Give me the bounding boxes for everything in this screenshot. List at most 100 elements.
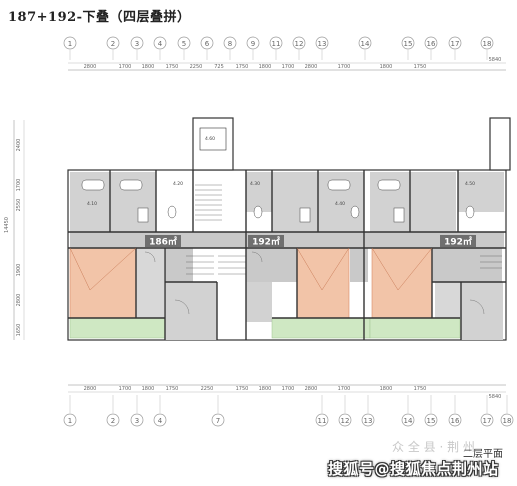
axis-marker-top <box>246 36 260 50</box>
room-gray <box>165 248 193 282</box>
axis-marker-label: 16 <box>427 40 436 48</box>
axis-marker-label: 14 <box>404 417 413 425</box>
balcony-green <box>271 317 371 339</box>
side-dimension-label: 2400 <box>16 139 22 152</box>
room-gray <box>461 282 503 340</box>
dimension-label: 1750 <box>414 386 427 392</box>
axis-marker-label: 2 <box>111 417 115 425</box>
dimension-label: 1700 <box>338 386 351 392</box>
axis-marker-top <box>177 36 191 50</box>
room-orange <box>371 247 433 319</box>
area-badge <box>248 235 284 247</box>
axis-marker-label: 7 <box>216 417 220 425</box>
corridor-gray <box>246 232 504 248</box>
axis-marker-label: 14 <box>361 40 370 48</box>
dimension-label: 1750 <box>166 386 179 392</box>
door-arcs <box>144 251 485 315</box>
dimension-label: 2800 <box>84 386 97 392</box>
axis-marker-bottom <box>500 413 514 427</box>
axis-marker-top <box>269 36 283 50</box>
area-badge-label: 192㎡ <box>444 236 472 248</box>
area-badge-label: 186㎡ <box>149 236 177 248</box>
axis-marker-label: 13 <box>364 417 373 425</box>
stair-hatch <box>186 184 502 275</box>
dimension-label: 2250 <box>201 386 214 392</box>
axis-marker-label: 5 <box>182 40 186 48</box>
axis-marker-bottom <box>130 413 144 427</box>
axis-marker-label: 12 <box>295 40 304 48</box>
plan-title: 187+192-下叠（四层叠拼） <box>8 10 191 25</box>
dimension-total: 5840 <box>489 57 502 63</box>
axis-marker-label: 3 <box>135 417 139 425</box>
dimension-label: 1700 <box>119 64 132 70</box>
room-label: 4.50 <box>465 181 475 187</box>
side-dimension-label: 2800 <box>16 294 22 307</box>
axis-marker-label: 2 <box>111 40 115 48</box>
room-label: 4.30 <box>250 181 260 187</box>
dimension-label: 2800 <box>305 64 318 70</box>
axis-marker-top <box>200 36 214 50</box>
dimension-label: 1700 <box>282 386 295 392</box>
dimension-label: 1800 <box>142 386 155 392</box>
side-dimension-label: 14450 <box>4 217 10 233</box>
room-gray <box>246 248 298 282</box>
room-gray <box>435 282 461 318</box>
area-badge <box>440 235 476 247</box>
axis-marker-bottom <box>315 413 329 427</box>
dimension-label: 1700 <box>338 64 351 70</box>
room-label: 4.10 <box>87 201 97 207</box>
axis-marker-label: 11 <box>272 40 281 48</box>
room-orange <box>296 247 350 319</box>
axis-marker-bottom <box>448 413 462 427</box>
room-gray <box>70 172 156 232</box>
axis-marker-label: 13 <box>318 40 327 48</box>
axis-marker-label: 17 <box>483 417 492 425</box>
dimension-label: 1800 <box>259 386 272 392</box>
dimension-label: 725 <box>214 64 224 70</box>
axis-marker-bottom <box>211 413 225 427</box>
area-badge-label: 192㎡ <box>252 236 280 248</box>
room-gray <box>350 248 368 282</box>
axis-marker-bottom <box>424 413 438 427</box>
axis-marker-label: 6 <box>205 40 210 48</box>
axis-marker-bottom <box>106 413 120 427</box>
dimension-lines: 2800 1700 1800 1750 2250 725 1750 1800 1700 2800 1… <box>68 57 506 400</box>
dimension-label: 2250 <box>190 64 203 70</box>
axis-marker-top <box>223 36 237 50</box>
dimension-label: 1800 <box>259 64 272 70</box>
area-badges: 186㎡ 192㎡ 192㎡ <box>145 235 476 248</box>
watermark-faint: 众 全 县 · 荆 州 <box>392 440 475 454</box>
axis-marker-label: 1 <box>68 40 72 48</box>
axis-marker-top <box>358 36 372 50</box>
axis-marker-label: 4 <box>158 40 163 48</box>
axis-marker-label: 11 <box>318 417 327 425</box>
axis-marker-label: 8 <box>228 40 232 48</box>
axis-marker-bottom <box>361 413 375 427</box>
axis-marker-top <box>292 36 306 50</box>
balcony-green <box>369 317 461 339</box>
side-dimension-label: 1650 <box>16 324 22 337</box>
dimension-label: 1750 <box>166 64 179 70</box>
room-gray <box>246 172 272 212</box>
room-gray <box>136 248 164 318</box>
dimension-label: 1750 <box>236 64 249 70</box>
axis-marker-top <box>448 36 462 50</box>
dimension-label: 1800 <box>380 64 393 70</box>
axis-marker-bottom <box>153 413 167 427</box>
dimension-label: 1700 <box>119 386 132 392</box>
interior-walls <box>68 170 506 340</box>
axis-marker-top <box>130 36 144 50</box>
axis-marker-top <box>315 36 329 50</box>
axis-marker-label: 15 <box>427 417 436 425</box>
room-gray <box>458 172 504 212</box>
axis-marker-label: 1 <box>68 417 72 425</box>
room-label: 4.20 <box>173 181 183 187</box>
axis-marker-label: 18 <box>503 417 512 425</box>
room-gray <box>432 248 502 282</box>
bath-fixtures <box>81 179 475 223</box>
